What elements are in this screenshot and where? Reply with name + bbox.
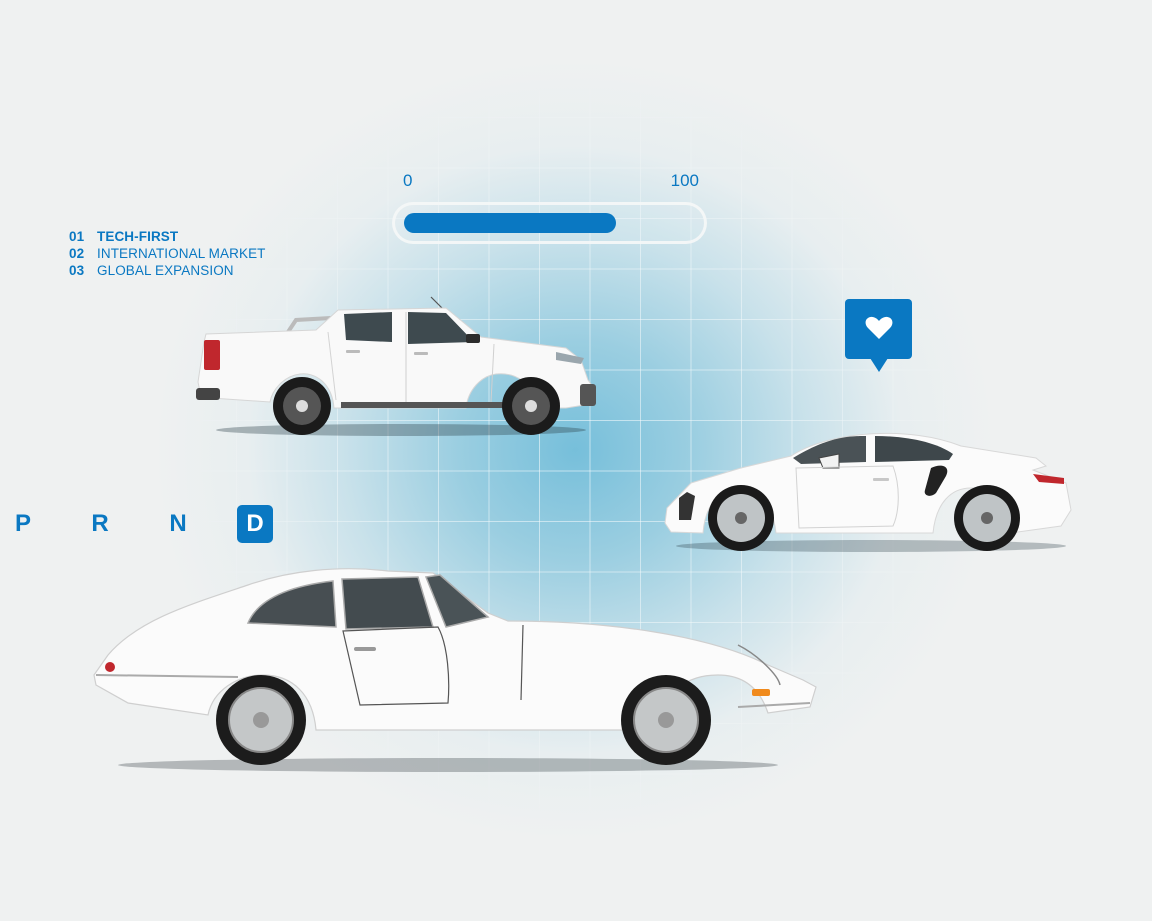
- car-classic-image: White classic coupe: [88, 565, 823, 780]
- heart-icon: [865, 316, 893, 339]
- progress-bar[interactable]: [392, 202, 707, 244]
- feature-item-tech-first[interactable]: 01 TECH-FIRST: [69, 228, 266, 245]
- feature-list: 01 TECH-FIRST 02 INTERNATIONAL MARKET 03…: [69, 228, 266, 279]
- like-button[interactable]: [845, 299, 912, 373]
- progress-min-label: 0: [403, 171, 413, 190]
- feature-item-international-market[interactable]: 02 INTERNATIONAL MARKET: [69, 245, 266, 262]
- feature-label: TECH-FIRST: [97, 229, 179, 244]
- gear-d-button[interactable]: D: [237, 505, 273, 543]
- feature-number: 02: [69, 246, 85, 261]
- car-sports-image: White sports coupe: [661, 428, 1076, 558]
- feature-number: 01: [69, 229, 85, 244]
- gear-n-button[interactable]: N: [169, 510, 187, 537]
- gear-p-button[interactable]: P: [14, 510, 31, 537]
- progress-scale: 0 100: [403, 171, 699, 191]
- feature-item-global-expansion[interactable]: 03 GLOBAL EXPANSION: [69, 262, 266, 279]
- progress-max-label: 100: [670, 171, 699, 190]
- like-bubble-tail: [870, 358, 888, 372]
- feature-label: GLOBAL EXPANSION: [97, 263, 234, 278]
- car-pickup-image: White pickup truck: [196, 292, 601, 442]
- feature-label: INTERNATIONAL MARKET: [97, 246, 266, 261]
- progress-fill: [404, 213, 616, 233]
- gear-selector: P R N D: [0, 505, 290, 545]
- feature-number: 03: [69, 263, 85, 278]
- gear-r-button[interactable]: R: [91, 510, 109, 537]
